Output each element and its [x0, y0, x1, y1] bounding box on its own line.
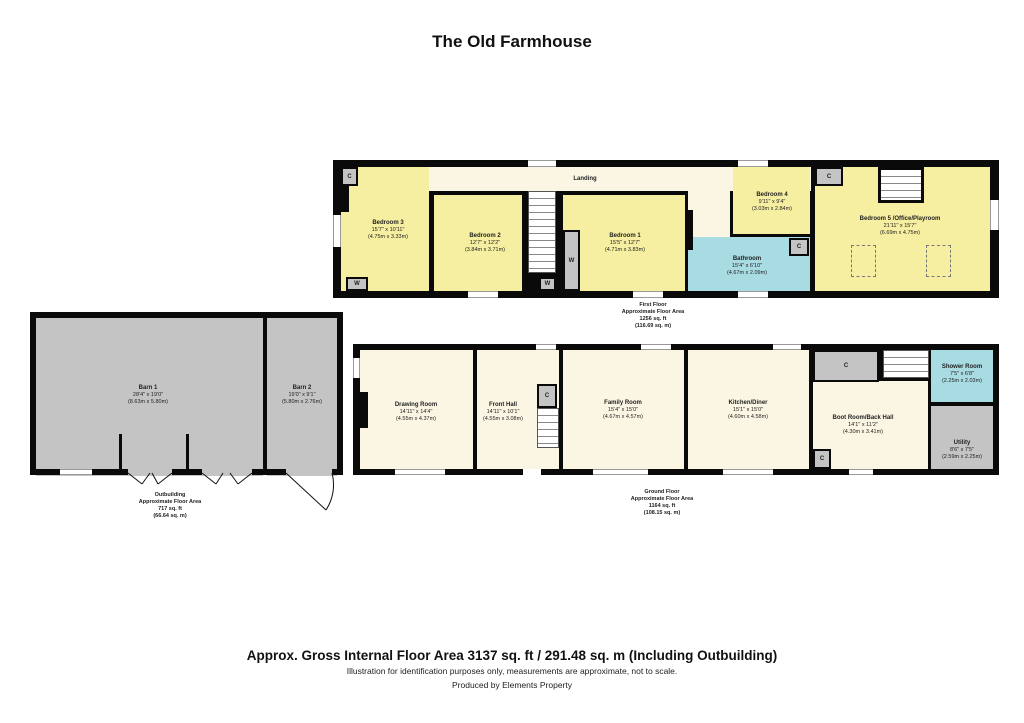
room-landing-extension	[688, 167, 730, 237]
barn-2-bottom-wall-right	[332, 469, 343, 475]
room-bedroom-4	[733, 167, 810, 234]
outbuilding-area-label: Outbuilding Approximate Floor Area 717 s…	[138, 492, 202, 519]
barn-doors-icon	[127, 472, 335, 511]
window	[738, 291, 768, 298]
window	[60, 469, 92, 475]
room-boot-room	[813, 381, 928, 469]
barn-1-partition-left	[119, 434, 122, 470]
wardrobe-bedroom-3: W	[346, 277, 368, 291]
room-drawing-room	[360, 350, 473, 469]
room-kitchen-diner	[688, 350, 809, 469]
front-door-opening	[523, 469, 541, 475]
window	[723, 469, 773, 475]
producer-credit: Produced by Elements Property	[451, 680, 572, 690]
skylight-right	[926, 245, 951, 277]
first-floor-staircase	[528, 191, 556, 273]
ground-floor-area-label: Ground Floor Approximate Floor Area 1164…	[630, 489, 694, 516]
window	[849, 469, 873, 475]
wardrobe-bedroom-1: W	[563, 230, 580, 291]
window	[641, 344, 671, 350]
wardrobe-bedroom-2: W	[539, 277, 556, 291]
cupboard-boot-room-bottom: C	[813, 449, 831, 469]
room-barn-1	[36, 318, 263, 476]
room-shower-room	[931, 350, 993, 402]
chimney-bedroom-3	[341, 186, 349, 212]
disclaimer: Illustration for identification purposes…	[346, 666, 678, 676]
cupboard-boot-room-top: C	[813, 350, 879, 382]
front-hall-staircase	[537, 408, 559, 448]
room-barn-2	[267, 318, 337, 476]
chimney-bedroom-1	[685, 210, 693, 250]
room-bedroom-1	[563, 195, 685, 291]
chimney-drawing-room	[360, 392, 368, 428]
window	[773, 344, 801, 350]
plan-title: The Old Farmhouse	[432, 32, 592, 51]
room-family-room	[563, 350, 684, 469]
first-floor-area-label: First Floor Approximate Floor Area 1256 …	[621, 302, 685, 329]
window	[333, 215, 341, 247]
window	[990, 200, 999, 230]
cupboard-bedroom-5: C	[815, 167, 843, 186]
barn-1-bottom-wall-mid	[172, 469, 202, 475]
skylight-left	[851, 245, 876, 277]
cupboard-bathroom: C	[789, 238, 809, 256]
barn-bottom-wall-right	[252, 469, 286, 475]
bedroom-5-staircase	[878, 167, 924, 203]
window	[353, 358, 360, 378]
window	[468, 291, 498, 298]
window	[536, 344, 556, 350]
window	[633, 291, 663, 298]
barn-1-partition-right	[186, 434, 189, 470]
label-landing: Landing	[573, 176, 597, 182]
window	[395, 469, 445, 475]
room-utility	[931, 406, 993, 469]
boot-room-staircase	[883, 350, 929, 378]
window	[738, 160, 768, 167]
room-bedroom-3	[341, 167, 429, 291]
gross-area-summary: Approx. Gross Internal Floor Area 3137 s…	[246, 648, 778, 663]
room-bedroom-2	[434, 195, 522, 291]
cupboard-front-hall: C	[537, 384, 557, 408]
window	[528, 160, 556, 167]
window	[593, 469, 648, 475]
cupboard-bedroom-3: C	[341, 167, 358, 186]
